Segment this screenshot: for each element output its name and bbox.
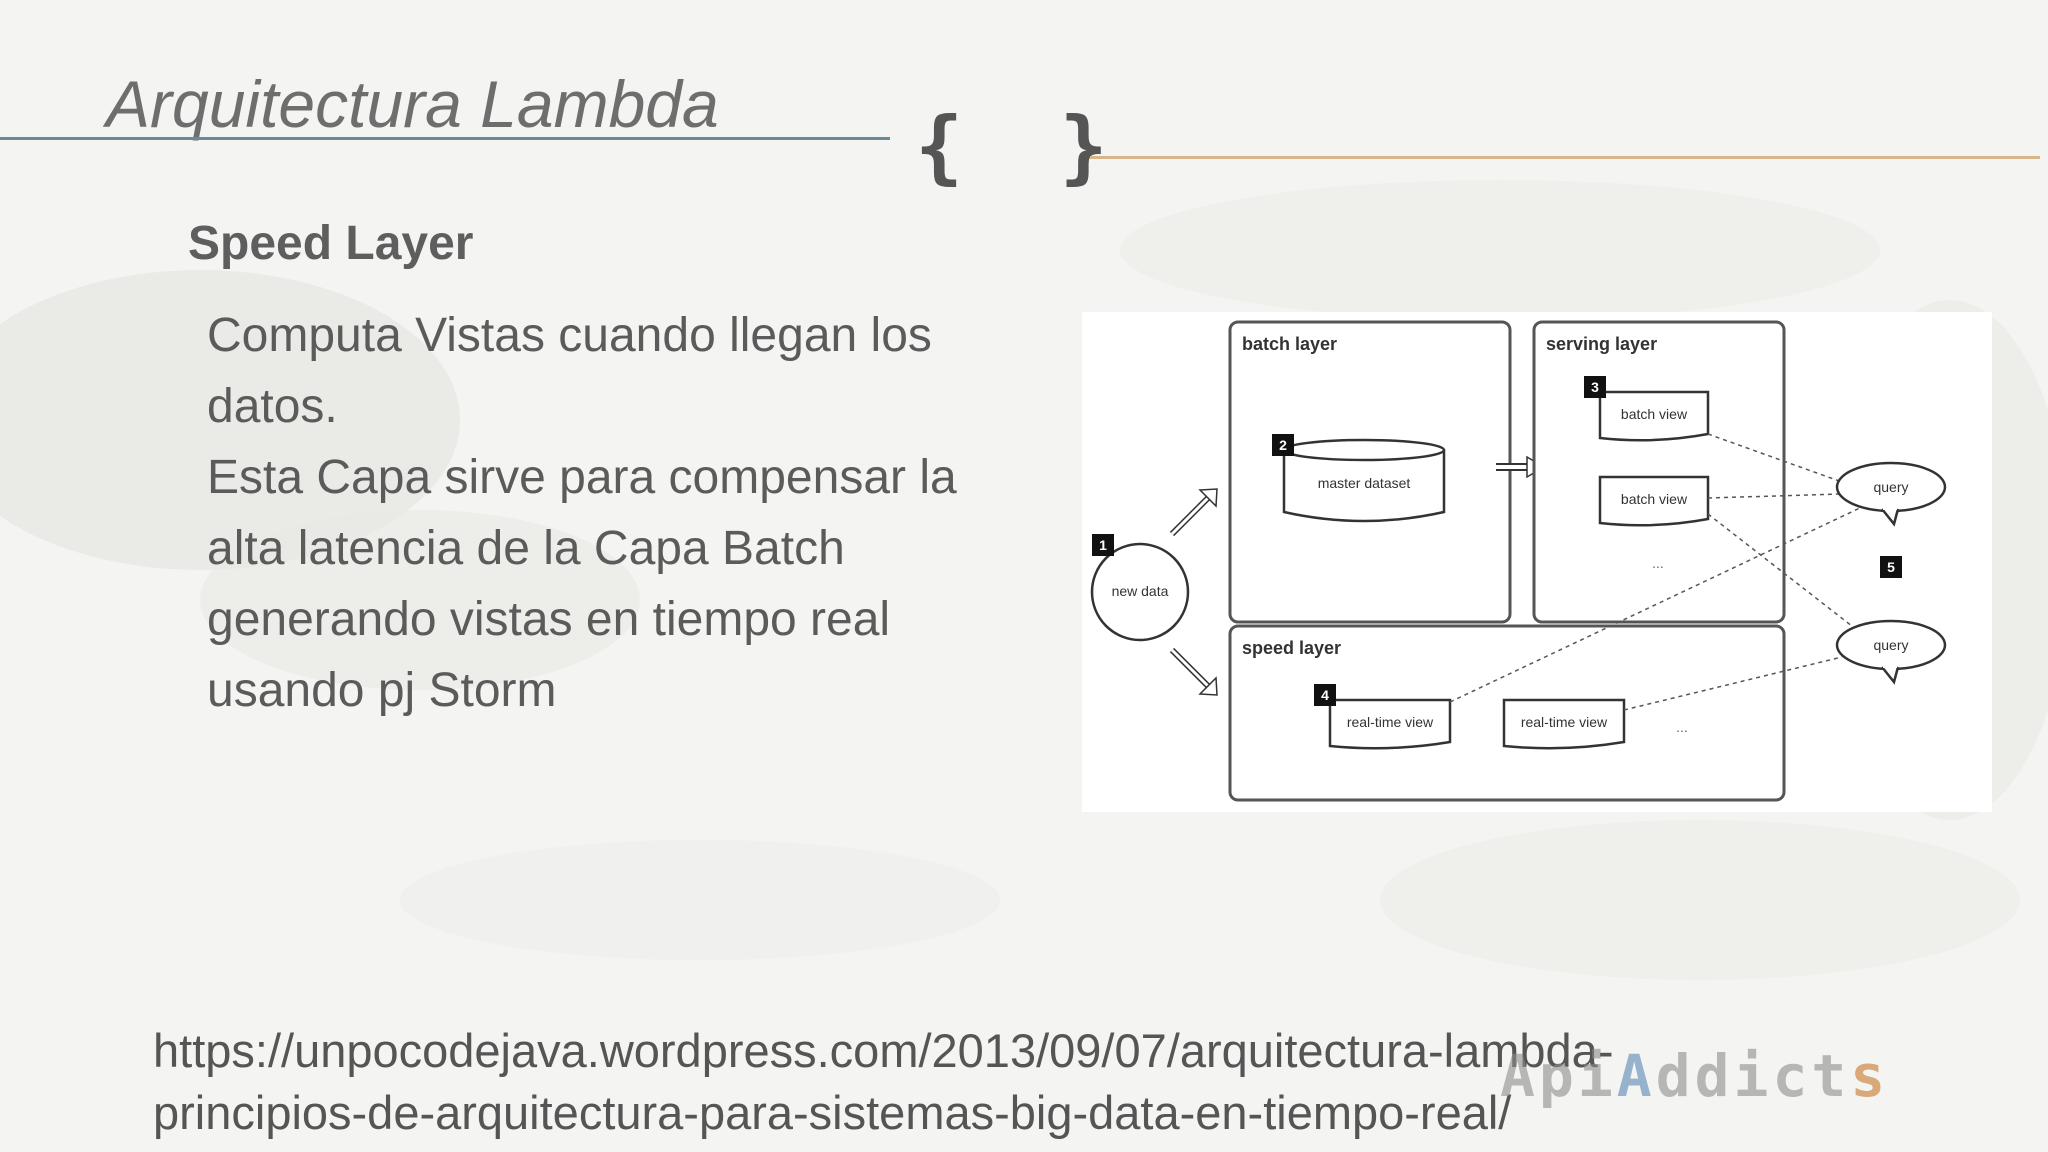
badge-1: [1092, 534, 1114, 556]
badge-5-label: 5: [1887, 559, 1895, 575]
query-bubble-2: [1835, 619, 1947, 685]
serving-layer-box: [1532, 320, 1786, 624]
badge-5: [1880, 556, 1902, 578]
body-line: datos.: [207, 380, 338, 433]
title-underline-right: [1090, 156, 2040, 159]
query-label-2: query: [1873, 637, 1908, 653]
slide-subtitle: Speed Layer: [188, 217, 474, 270]
watermark-part: s: [1850, 1042, 1890, 1110]
arrow-to-speed: [1169, 647, 1218, 696]
slide-title: Arquitectura Lambda: [106, 67, 719, 141]
lambda-architecture-diagram: new data 1 batch layer master dataset 2: [1082, 312, 1992, 812]
badge-2: [1272, 434, 1294, 456]
serving-ellipsis: ...: [1652, 555, 1664, 571]
speed-ellipsis: ...: [1676, 719, 1688, 735]
source-link-line[interactable]: https://unpocodejava.wordpress.com/2013/…: [153, 1024, 1614, 1077]
badge-2-label: 2: [1279, 437, 1287, 453]
realtime-view-label-1: real-time view: [1347, 714, 1434, 730]
body-line: generando vistas en tiempo real: [207, 593, 891, 646]
title-underline-left: [0, 137, 890, 140]
badge-4-label: 4: [1321, 687, 1329, 703]
serving-layer-label: serving layer: [1546, 334, 1657, 354]
new-data-node: [1090, 542, 1190, 642]
watermark-part: A: [1616, 1042, 1656, 1110]
batch-view-node-2: [1598, 475, 1710, 527]
query-bubble-1: [1835, 461, 1947, 527]
batch-view-label-1: batch view: [1621, 406, 1688, 422]
speed-layer-label: speed layer: [1242, 638, 1341, 658]
batch-layer-label: batch layer: [1242, 334, 1337, 354]
braces-logo: { }: [915, 100, 1108, 193]
new-data-label: new data: [1112, 583, 1169, 599]
watermark-part: ddict: [1655, 1042, 1851, 1110]
master-dataset-label: master dataset: [1318, 475, 1411, 491]
badge-1-label: 1: [1099, 537, 1107, 553]
badge-3-label: 3: [1591, 379, 1599, 395]
body-line: usando pj Storm: [207, 664, 557, 717]
body-line: alta latencia de la Capa Batch: [207, 522, 845, 575]
badge-4: [1314, 684, 1336, 706]
apiaddicts-watermark: ApiAddicts: [1500, 1042, 1889, 1110]
body-line: Esta Capa sirve para compensar la: [207, 451, 957, 504]
query-connections: [1449, 433, 1863, 711]
master-dataset-node: [1282, 438, 1446, 523]
arrow-to-batch: [1169, 488, 1218, 537]
realtime-view-node-1: [1328, 698, 1452, 750]
realtime-view-node-2: [1502, 698, 1626, 750]
badge-3: [1584, 376, 1606, 398]
batch-view-label-2: batch view: [1621, 491, 1688, 507]
watermark-part: Api: [1500, 1042, 1617, 1110]
source-link[interactable]: https://unpocodejava.wordpress.com/2013/…: [153, 1020, 1953, 1144]
batch-view-node-1: [1598, 390, 1710, 442]
query-label-1: query: [1873, 479, 1908, 495]
source-link-line[interactable]: principios-de-arquitectura-para-sistemas…: [153, 1086, 1512, 1139]
realtime-view-label-2: real-time view: [1521, 714, 1608, 730]
body-line: Computa Vistas cuando llegan los: [207, 309, 932, 362]
body-text: Computa Vistas cuando llegan los datos. …: [207, 300, 1067, 726]
